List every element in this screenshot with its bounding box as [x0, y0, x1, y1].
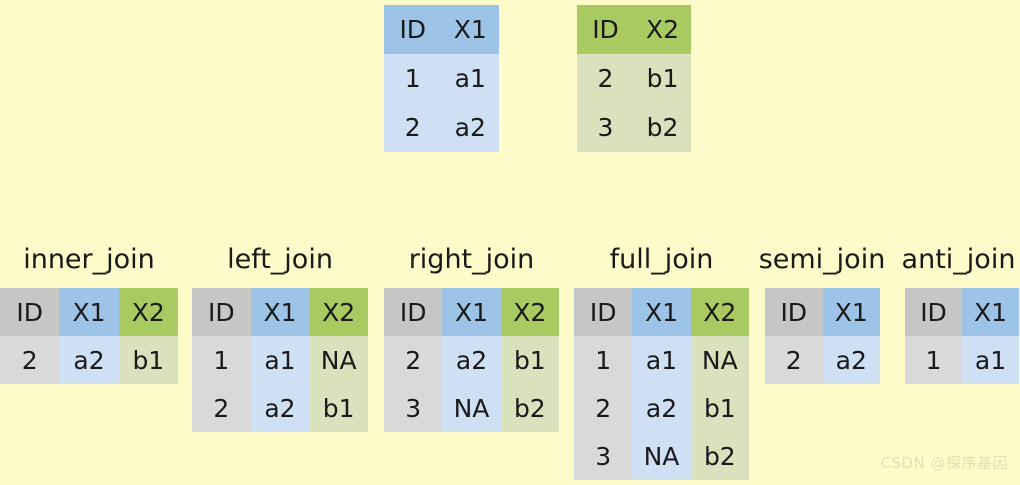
cell-x1: a2 — [632, 384, 691, 432]
cell-id: 2 — [0, 336, 60, 384]
header-cell-id: ID — [905, 288, 962, 336]
table-header-row: ID X2 — [577, 5, 691, 54]
header-cell-x1: X1 — [442, 288, 501, 336]
cell-id: 2 — [384, 103, 442, 152]
cell-id: 2 — [574, 384, 633, 432]
cell-x1: NA — [632, 432, 691, 480]
caption-inner-join: inner_join — [23, 244, 155, 275]
header-cell-id: ID — [574, 288, 633, 336]
cell-x1: a1 — [441, 54, 499, 103]
source-table-x2: ID X2 2 b1 3 b2 — [577, 5, 691, 152]
header-cell-x1: X1 — [632, 288, 691, 336]
watermark: CSDN @探序基因 — [880, 454, 1008, 472]
cell-x2: b2 — [500, 384, 559, 432]
table-row: 2 a2 b1 — [192, 384, 368, 432]
table-header-row: ID X1 X2 — [574, 288, 749, 336]
cell-x2: b1 — [500, 336, 559, 384]
source-table-x1: ID X1 1 a1 2 a2 — [384, 5, 499, 152]
header-cell-x2: X2 — [500, 288, 559, 336]
result-table-anti-join: ID X1 1 a1 — [905, 288, 1019, 384]
header-cell-id: ID — [0, 288, 60, 336]
cell-x1: a2 — [822, 336, 880, 384]
cell-x1: a1 — [632, 336, 691, 384]
header-cell-x2: X2 — [118, 288, 178, 336]
caption-anti-join: anti_join — [901, 244, 1016, 275]
cell-id: 1 — [574, 336, 633, 384]
cell-id: 2 — [192, 384, 251, 432]
header-cell-x2: X2 — [634, 5, 691, 54]
table-row: 1 a1 NA — [574, 336, 749, 384]
header-cell-x1: X1 — [441, 5, 499, 54]
header-cell-x1: X1 — [250, 288, 310, 336]
caption-right-join: right_join — [408, 244, 535, 275]
result-table-semi-join: ID X1 2 a2 — [765, 288, 880, 384]
table-header-row: ID X1 — [765, 288, 880, 336]
table-row: 2 b1 — [577, 54, 691, 103]
cell-x1: a1 — [962, 336, 1019, 384]
table-row: 1 a1 NA — [192, 336, 368, 384]
cell-id: 2 — [577, 54, 634, 103]
cell-id: 2 — [384, 336, 443, 384]
table-row: 3 NA b2 — [574, 432, 749, 480]
cell-x1: a2 — [59, 336, 119, 384]
caption-full-join: full_join — [609, 244, 714, 275]
header-cell-x1: X1 — [59, 288, 119, 336]
header-cell-id: ID — [577, 5, 634, 54]
cell-x2: b2 — [634, 103, 691, 152]
table-header-row: ID X1 X2 — [192, 288, 368, 336]
cell-id: 3 — [384, 384, 443, 432]
cell-x2: b2 — [690, 432, 749, 480]
header-cell-x1: X1 — [822, 288, 880, 336]
header-cell-x1: X1 — [962, 288, 1019, 336]
table-row: 3 b2 — [577, 103, 691, 152]
cell-id: 2 — [765, 336, 823, 384]
table-row: 1 a1 — [384, 54, 499, 103]
cell-id: 3 — [574, 432, 633, 480]
cell-x2: NA — [309, 336, 368, 384]
table-header-row: ID X1 X2 — [0, 288, 178, 336]
header-cell-id: ID — [384, 5, 442, 54]
header-cell-id: ID — [384, 288, 443, 336]
cell-x1: a2 — [442, 336, 501, 384]
cell-x1: NA — [442, 384, 501, 432]
table-row: 2 a2 — [384, 103, 499, 152]
header-cell-x2: X2 — [690, 288, 749, 336]
header-cell-id: ID — [765, 288, 823, 336]
header-cell-x2: X2 — [309, 288, 368, 336]
table-row: 2 a2 — [765, 336, 880, 384]
cell-x2: b1 — [690, 384, 749, 432]
cell-x1: a1 — [250, 336, 310, 384]
result-table-right-join: ID X1 X2 2 a2 b1 3 NA b2 — [384, 288, 559, 432]
header-cell-id: ID — [192, 288, 251, 336]
table-header-row: ID X1 — [384, 5, 499, 54]
cell-x1: a2 — [441, 103, 499, 152]
caption-left-join: left_join — [227, 244, 333, 275]
cell-x2: b1 — [634, 54, 691, 103]
result-table-full-join: ID X1 X2 1 a1 NA 2 a2 b1 3 NA b2 — [574, 288, 749, 480]
cell-x1: a2 — [250, 384, 310, 432]
table-row: 1 a1 — [905, 336, 1019, 384]
cell-x2: b1 — [118, 336, 178, 384]
table-row: 2 a2 b1 — [574, 384, 749, 432]
result-table-left-join: ID X1 X2 1 a1 NA 2 a2 b1 — [192, 288, 368, 432]
cell-x2: b1 — [309, 384, 368, 432]
table-header-row: ID X1 — [905, 288, 1019, 336]
result-table-inner-join: ID X1 X2 2 a2 b1 — [0, 288, 178, 384]
cell-id: 3 — [577, 103, 634, 152]
table-row: 3 NA b2 — [384, 384, 559, 432]
caption-semi-join: semi_join — [758, 244, 886, 275]
table-row: 2 a2 b1 — [0, 336, 178, 384]
table-header-row: ID X1 X2 — [384, 288, 559, 336]
cell-x2: NA — [690, 336, 749, 384]
cell-id: 1 — [192, 336, 251, 384]
cell-id: 1 — [384, 54, 442, 103]
cell-id: 1 — [905, 336, 962, 384]
table-row: 2 a2 b1 — [384, 336, 559, 384]
